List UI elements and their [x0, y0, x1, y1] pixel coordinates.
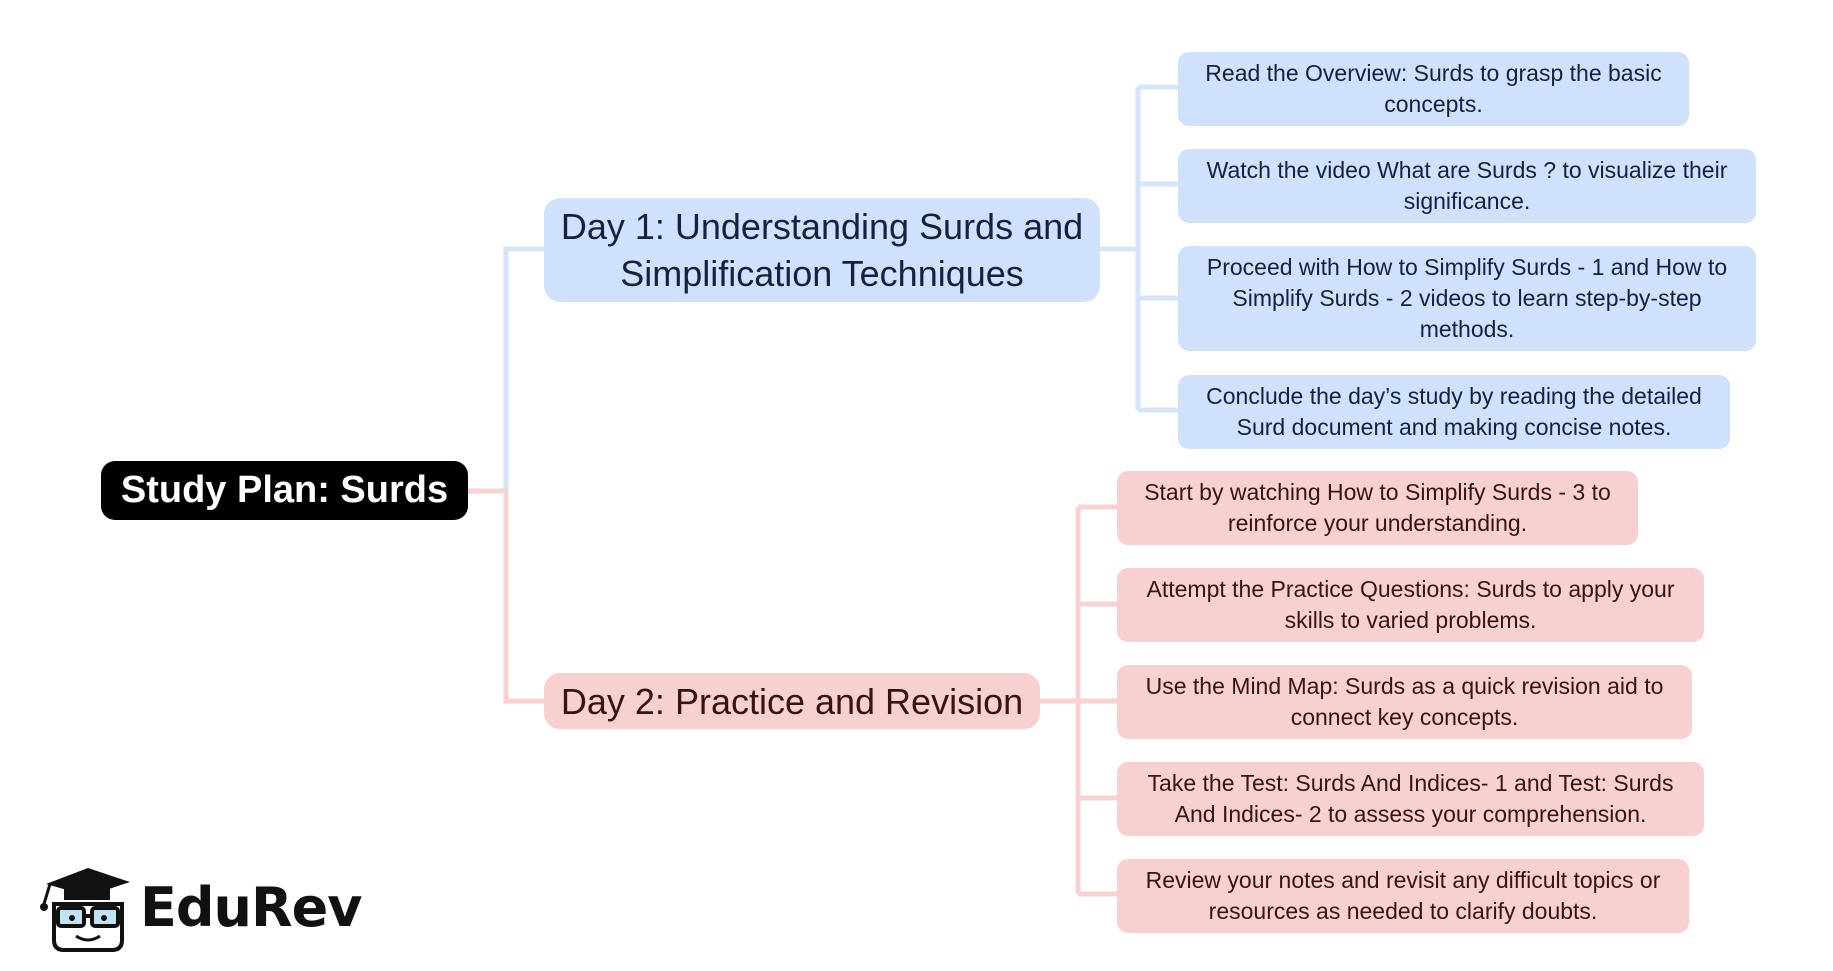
task-text: Take the Test: Surds And Indices- 1 and … — [1147, 770, 1674, 827]
day1-node: Day 1: Understanding Surds and Simplific… — [544, 198, 1100, 302]
root-label: Study Plan: Surds — [120, 469, 449, 511]
task-text: Attempt the Practice Questions: Surds to… — [1146, 576, 1675, 633]
day2-task-3: Use the Mind Map: Surds as a quick revis… — [1117, 665, 1692, 739]
day1-task-4: Conclude the day’s study by reading the … — [1178, 375, 1730, 449]
task-text: Proceed with How to Simplify Surds - 1 a… — [1206, 254, 1728, 342]
root-to-day2-line — [468, 488, 544, 704]
day2-task-1: Start by watching How to Simplify Surds … — [1117, 471, 1638, 545]
day1-task-3: Proceed with How to Simplify Surds - 1 a… — [1178, 246, 1756, 351]
day2-task-5: Review your notes and revisit any diffic… — [1117, 859, 1689, 933]
day2-task-2: Attempt the Practice Questions: Surds to… — [1117, 568, 1704, 642]
day1-connectors — [1100, 84, 1178, 413]
root-to-day1-line — [468, 246, 544, 494]
logo-wordmark: EduRev — [140, 876, 362, 939]
day2-label: Day 2: Practice and Revision — [560, 680, 1024, 722]
task-text: Use the Mind Map: Surds as a quick revis… — [1145, 673, 1664, 730]
day1-task-2: Watch the video What are Surds ? to visu… — [1178, 149, 1756, 223]
task-text: Start by watching How to Simplify Surds … — [1144, 479, 1611, 536]
task-text: Review your notes and revisit any diffic… — [1145, 867, 1661, 924]
graduate-mascot-icon — [40, 868, 130, 952]
day2-task-4: Take the Test: Surds And Indices- 1 and … — [1117, 762, 1704, 836]
root-connectors — [468, 246, 544, 704]
day1-task-1: Read the Overview: Surds to grasp the ba… — [1178, 52, 1689, 126]
edurev-logo: EduRev — [36, 862, 366, 954]
day2-node: Day 2: Practice and Revision — [544, 673, 1040, 729]
task-text: Watch the video What are Surds ? to visu… — [1206, 157, 1728, 214]
task-text: Conclude the day’s study by reading the … — [1206, 383, 1702, 440]
task-text: Read the Overview: Surds to grasp the ba… — [1205, 60, 1662, 117]
root-node: Study Plan: Surds — [101, 461, 468, 520]
day1-label: Day 1: Understanding Surds and Simplific… — [560, 206, 1084, 294]
day2-connectors — [1040, 504, 1117, 897]
